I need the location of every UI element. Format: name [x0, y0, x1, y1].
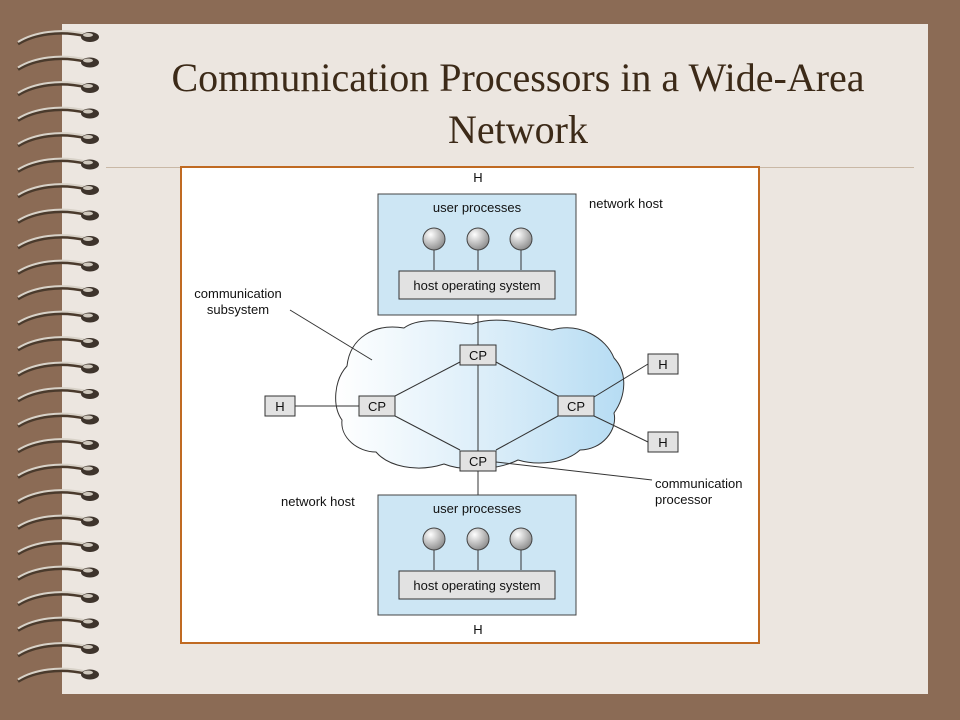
user-processes-label-bottom: user processes	[433, 501, 522, 516]
cp-node-right	[557, 395, 595, 417]
spiral-coil	[17, 30, 99, 46]
communication-subsystem-label-line1: communication	[194, 286, 281, 301]
spiral-coil	[17, 310, 99, 326]
spiral-coil	[17, 412, 99, 428]
spiral-coil	[17, 361, 99, 377]
spiral-coil	[17, 106, 99, 122]
spiral-coil	[17, 387, 99, 403]
spiral-binding	[17, 30, 99, 683]
slide-title: Communication Processors in a Wide-Area …	[106, 52, 930, 156]
communication-subsystem-label-line2: subsystem	[207, 302, 269, 317]
user-process-node	[422, 527, 446, 551]
host-node-right-lower	[647, 431, 679, 453]
user-process-node	[422, 227, 446, 251]
cp-node-left	[358, 395, 396, 417]
cp-node-top	[459, 344, 497, 366]
host-os-label-top: host operating system	[413, 278, 540, 293]
wan-diagram-figure: H user processes host operating system n…	[180, 166, 760, 644]
user-process-node	[466, 527, 490, 551]
link-cp-top-cp-right	[495, 361, 559, 397]
spiral-coil	[17, 336, 99, 352]
spiral-coil	[17, 157, 99, 173]
host-label-bottom: H	[473, 622, 482, 637]
link-cp-right-cp-bottom	[495, 415, 559, 451]
link-cp-right-host-upper	[593, 363, 649, 398]
communication-processor-leader	[495, 461, 653, 481]
link-cp-left-cp-bottom	[394, 415, 461, 451]
cp-node-bottom	[459, 450, 497, 472]
spiral-coil	[17, 234, 99, 250]
cp-label: CP	[567, 399, 585, 414]
cp-label: CP	[469, 348, 487, 363]
spiral-coil	[17, 55, 99, 71]
spiral-coil	[17, 591, 99, 607]
spiral-coil	[17, 208, 99, 224]
spiral-coil	[17, 132, 99, 148]
link-cp-right-host-lower	[593, 415, 649, 443]
user-processes-label-top: user processes	[433, 200, 522, 215]
spiral-coil	[17, 463, 99, 479]
network-host-label-bottom: network host	[281, 494, 355, 509]
network-host-label-top: network host	[589, 196, 663, 211]
spiral-coil	[17, 259, 99, 275]
spiral-coil	[17, 81, 99, 97]
communication-processor-label-line2: processor	[655, 492, 713, 507]
host-node-left	[264, 395, 296, 417]
spiral-coil	[17, 438, 99, 454]
spiral-coil	[17, 183, 99, 199]
slide-title-text: Communication Processors in a Wide-Area …	[171, 55, 865, 152]
spiral-coil	[17, 616, 99, 632]
spiral-coil	[17, 489, 99, 505]
communication-subsystem-leader	[289, 309, 373, 361]
communication-subsystem-cloud	[335, 319, 625, 470]
spiral-coil	[17, 285, 99, 301]
communication-processor-label-line1: communication	[655, 476, 742, 491]
link-cp-top-cp-left	[394, 361, 461, 397]
host-node-label: H	[658, 357, 667, 372]
user-process-node	[509, 227, 533, 251]
spiral-coil	[17, 565, 99, 581]
wan-diagram: H user processes host operating system n…	[194, 170, 742, 637]
spiral-coil	[17, 540, 99, 556]
cp-label: CP	[469, 454, 487, 469]
user-process-node	[509, 527, 533, 551]
spiral-coil	[17, 514, 99, 530]
spiral-coil	[17, 642, 99, 658]
cp-label: CP	[368, 399, 386, 414]
user-process-node	[466, 227, 490, 251]
host-label-top: H	[473, 170, 482, 185]
host-os-box-bottom	[398, 570, 556, 600]
host-node-right-upper	[647, 353, 679, 375]
host-node-label: H	[658, 435, 667, 450]
host-os-label-bottom: host operating system	[413, 578, 540, 593]
host-os-box-top	[398, 270, 556, 300]
host-node-label: H	[275, 399, 284, 414]
spiral-coil	[17, 667, 99, 683]
